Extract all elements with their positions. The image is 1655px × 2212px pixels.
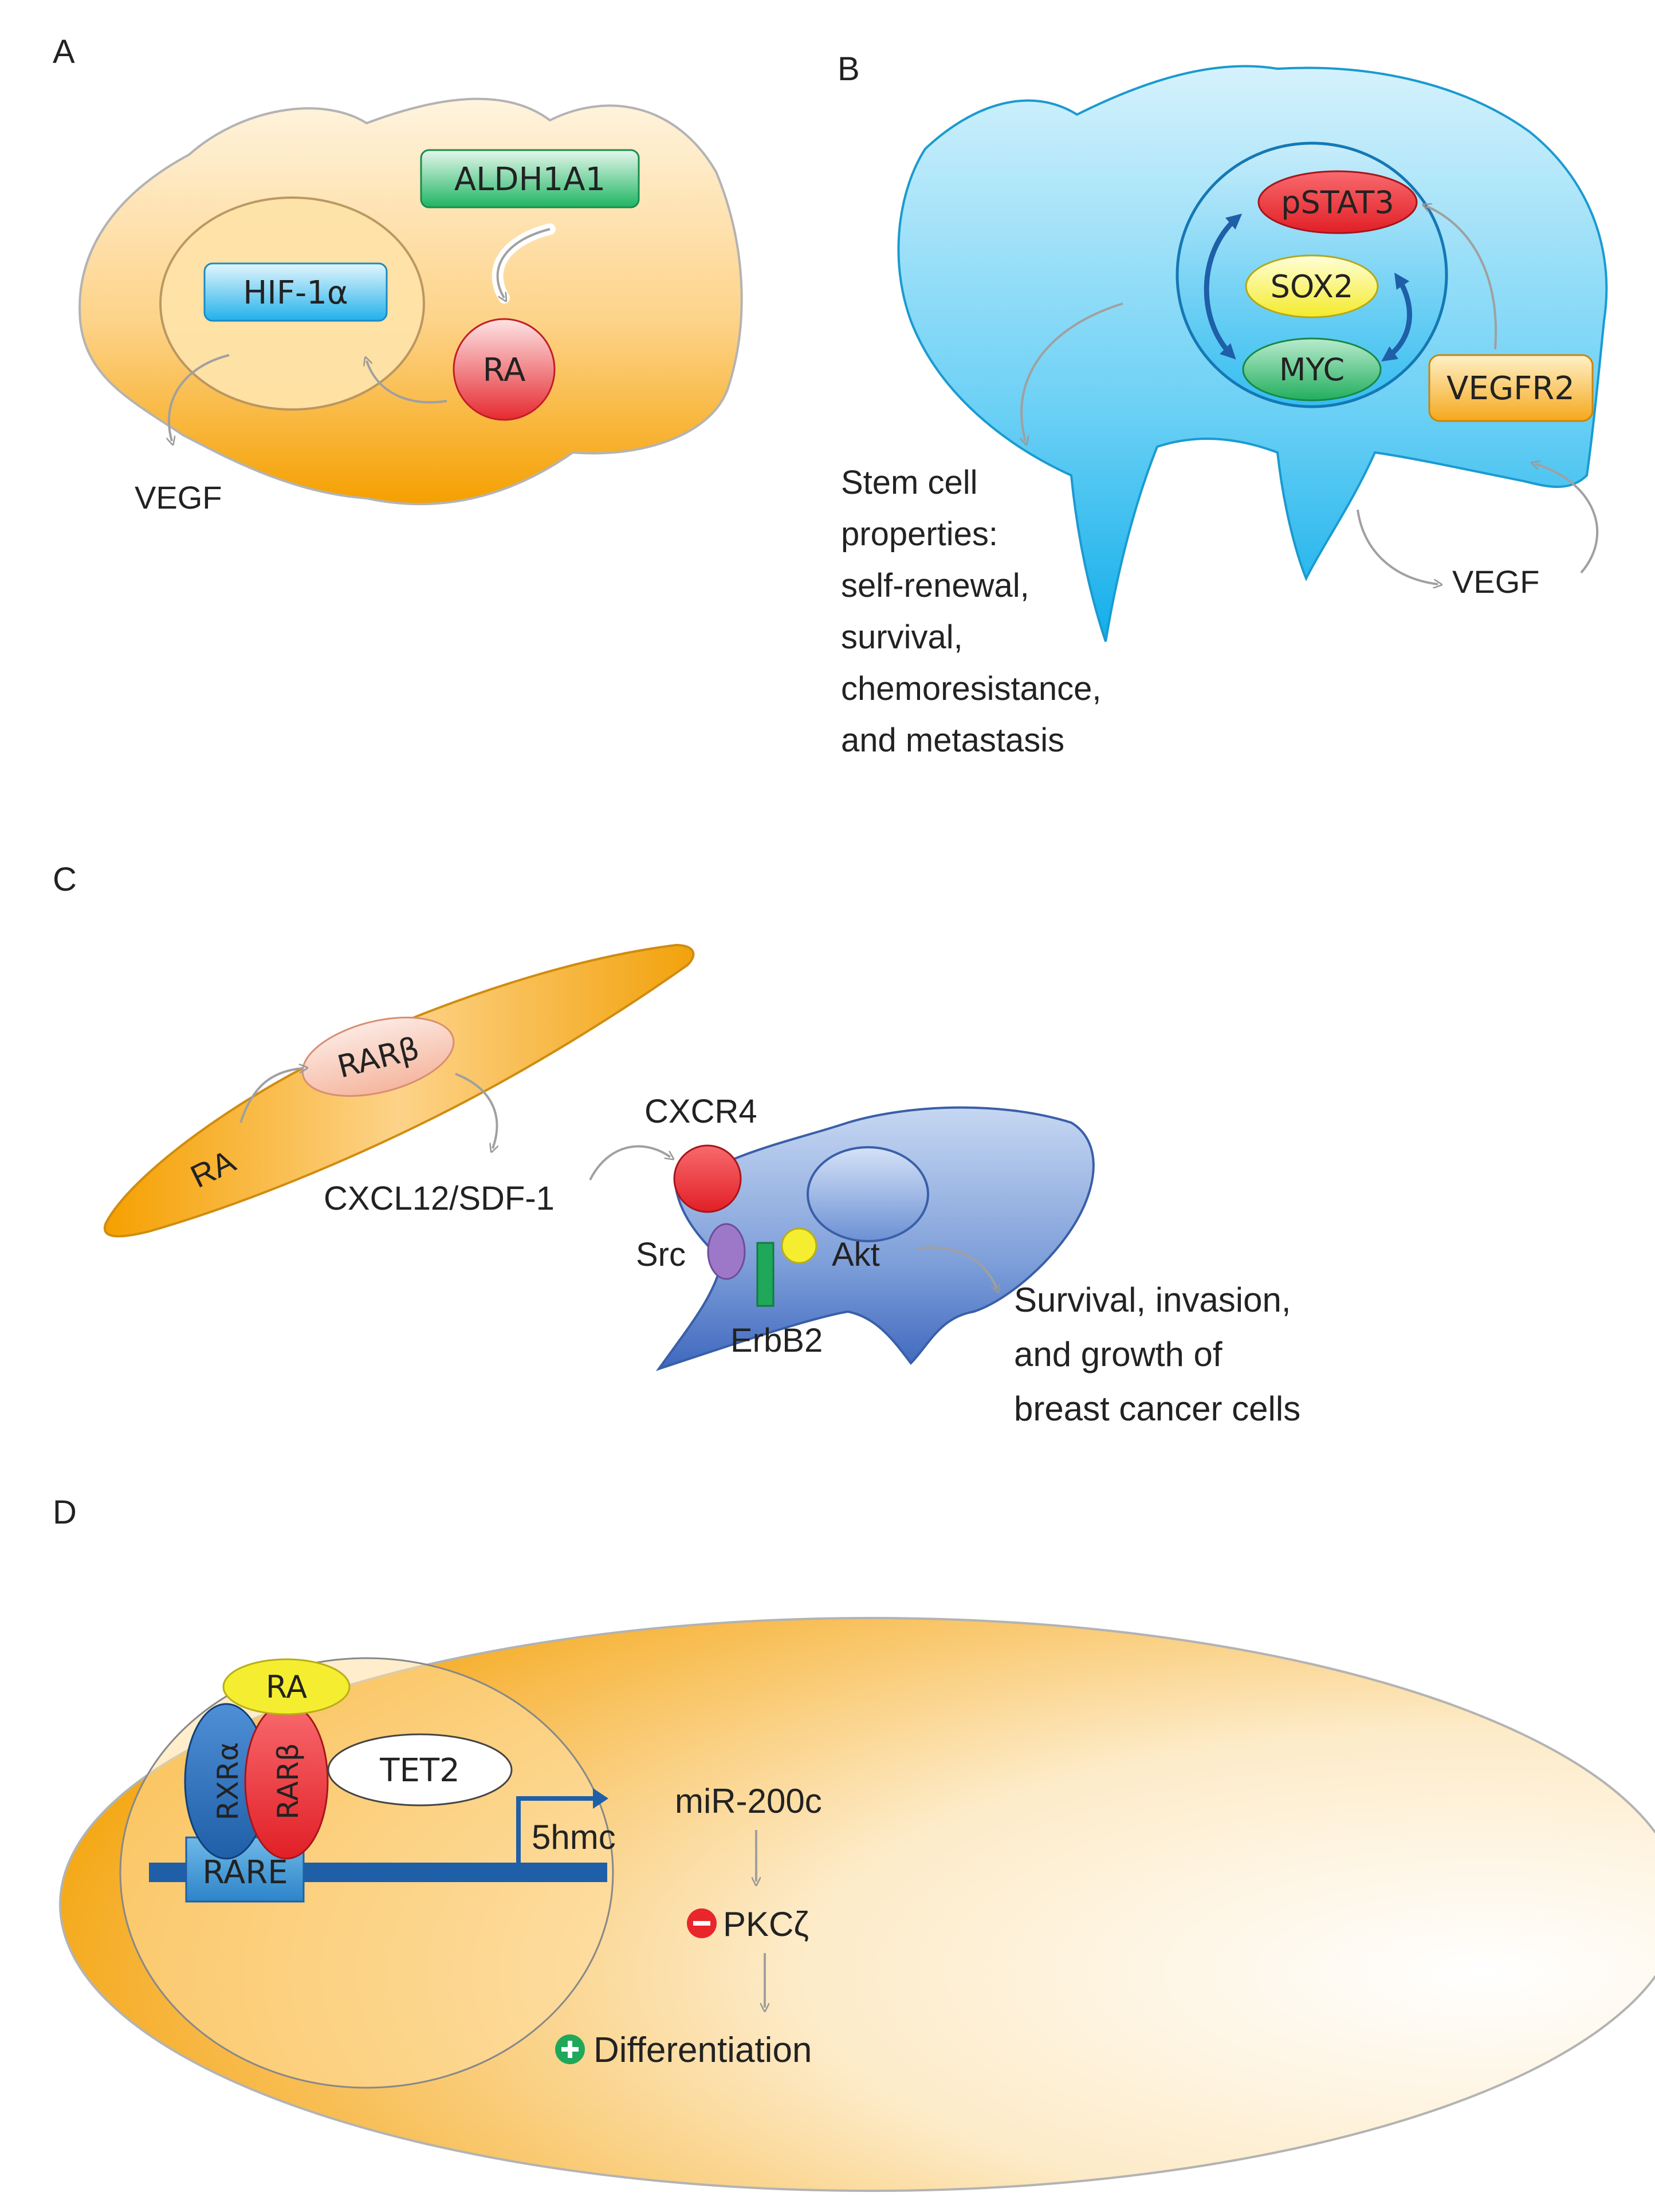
stem-line-4: survival, [841,619,963,656]
panel-b-vegf-label: VEGF [1452,564,1539,600]
erbb2-label: ErbB2 [730,1322,823,1359]
panel-d-rarb-label: RARβ [272,1743,305,1820]
panel-c-letter: C [53,861,77,898]
panel-a-vegf-label: VEGF [135,479,222,515]
arrow-nucleus-stem [1021,302,1123,441]
vegfr2-box: VEGFR2 [1428,354,1594,422]
arrow-ra-to-rarb [239,1068,304,1123]
panel-c-outcome-text: Survival, invasion, and growth of breast… [1014,1281,1300,1428]
vegfr2-label: VEGFR2 [1446,370,1575,407]
tet2-oval: TET2 [327,1733,513,1806]
src-label: Src [636,1236,686,1273]
outcome-line-2: and growth of [1014,1335,1222,1373]
pkc-label: PKCζ [723,1905,809,1943]
arrow-rarb-to-cxcl12 [455,1073,497,1148]
pstat3-pill: pSTAT3 [1257,170,1418,234]
myc-label: MYC [1279,352,1345,388]
cxcr4-label: CXCR4 [644,1093,757,1130]
hif1a-label: HIF-1α [243,274,348,312]
outcome-line-1: Survival, invasion, [1014,1281,1291,1319]
src-oval [707,1223,746,1280]
mir200c-label: miR-200c [675,1782,822,1820]
akt-dot [781,1227,817,1264]
panel-d-ra-label: RA [266,1669,307,1705]
sox2-label: SOX2 [1271,269,1354,305]
arrow-sox2-myc [1381,273,1412,362]
stem-line-2: properties: [841,515,998,553]
arrow-akt-to-outcome [916,1246,997,1289]
stem-line-6: and metastasis [841,722,1064,759]
stem-line-5: chemoresistance, [841,670,1102,707]
stem-line-3: self-renewal, [841,567,1029,604]
myc-pill: MYC [1242,337,1382,402]
erbb2-bar [756,1242,775,1307]
panel-a-ra-label: RA [483,352,526,389]
differentiation-label: Differentiation [593,2030,812,2070]
minus-icon [687,1908,717,1938]
arrow-hif-to-vegf [169,354,230,441]
panel-d-ra-oval: RA [222,1658,351,1715]
cxcr4-receptor [673,1144,742,1213]
stem-properties-text: Stem cell properties: self-renewal, surv… [841,464,1102,759]
rare-label: RARE [202,1854,288,1891]
panel-c-nucleus [807,1146,929,1242]
stem-line-1: Stem cell [841,464,978,501]
panel-a-ra-ball: RA [453,318,556,421]
fivehmc-label: 5hmc [532,1818,616,1856]
outcome-line-3: breast cancer cells [1014,1390,1300,1428]
arrow-vegf-to-vegfr2 [1535,464,1599,574]
panel-d-letter: D [53,1494,77,1531]
arrow-myc-pstat3 [1204,213,1243,360]
rxra-label: RXRα [211,1742,245,1821]
arrow-cxcl12-to-cxcr4 [589,1145,670,1180]
sox2-pill: SOX2 [1245,254,1379,318]
hif1a-box: HIF-1α [203,262,388,322]
arrow-vegfr2-pstat3 [1426,206,1497,350]
aldh1a1-label: ALDH1A1 [454,161,606,198]
aldh1a1-box: ALDH1A1 [420,149,640,208]
rxra-oval: RXRα [184,1703,269,1860]
arrow-to-vegf [1357,509,1438,584]
akt-label: Akt [832,1236,880,1273]
pstat3-label: pSTAT3 [1281,184,1394,221]
panel-a-letter: A [53,33,75,70]
transcription-start-arrow [516,1796,593,1863]
panel-c-rarb: RARβ [301,1017,455,1097]
arrow-ra-to-hif [367,361,447,404]
panel-b-letter: B [838,50,860,88]
cxcl12-label: CXCL12/SDF-1 [324,1180,555,1217]
tet2-label: TET2 [379,1752,459,1789]
transcription-arrowhead [593,1788,608,1809]
plus-icon [555,2034,585,2064]
rarb-oval: RARβ [244,1703,329,1860]
